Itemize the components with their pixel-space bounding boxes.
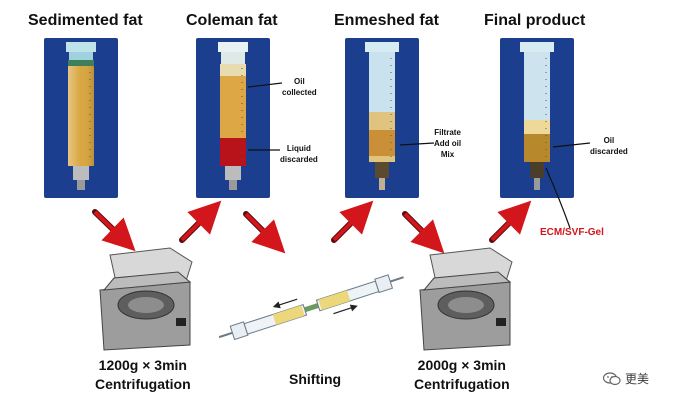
annotation-filtrate: Filtrate Add oil Mix xyxy=(434,128,462,159)
leader-oil-discarded xyxy=(552,142,591,148)
watermark-text: 更美 xyxy=(625,372,650,386)
step-shifting: Shifting xyxy=(289,371,342,387)
panel-title-coleman: Coleman fat xyxy=(186,12,278,29)
panel-title-final: Final product xyxy=(484,12,586,29)
step-centrifugation-1: 1200g × 3min Centrifugation xyxy=(95,356,191,394)
syringe-photo-enmeshed xyxy=(345,38,419,198)
centrifugation-1-label: Centrifugation xyxy=(95,376,191,392)
panel-title-enmeshed: Enmeshed fat xyxy=(334,12,439,29)
annotation-liquid-discarded: Liquid discarded xyxy=(280,144,318,164)
leader-filtrate xyxy=(399,142,435,146)
centrifugation-1-params: 1200g × 3min xyxy=(98,357,187,373)
ecm-svf-gel-label: ECM/SVF-Gel xyxy=(540,227,604,238)
centrifugation-2-params: 2000g × 3min xyxy=(417,357,506,373)
annotation-oil-discarded: Oil discarded xyxy=(590,136,628,156)
process-arrow-6 xyxy=(489,200,532,243)
leader-oil-collected xyxy=(247,82,283,88)
leader-ecm-svf-gel xyxy=(545,167,571,229)
process-arrow-2 xyxy=(179,200,222,243)
shifting-syringes xyxy=(218,274,404,341)
step-centrifugation-2: 2000g × 3min Centrifugation xyxy=(414,356,510,394)
syringe-photo-sedimented xyxy=(44,38,118,198)
process-arrow-5 xyxy=(402,211,445,254)
centrifugation-2-label: Centrifugation xyxy=(414,376,510,392)
panel-title-sedimented: Sedimented fat xyxy=(28,12,143,29)
syringe-photo-final xyxy=(500,38,574,198)
watermark: 更美 xyxy=(603,370,649,387)
chat-bubble-icon xyxy=(603,371,621,385)
syringe-photo-coleman xyxy=(196,38,270,198)
centrifuge-1 xyxy=(99,247,193,351)
process-arrow-4 xyxy=(331,200,374,243)
annotation-oil-collected: Oil collected xyxy=(282,77,317,97)
process-arrow-3 xyxy=(243,211,286,254)
centrifuge-2 xyxy=(419,247,513,351)
process-arrow-1 xyxy=(92,209,136,252)
